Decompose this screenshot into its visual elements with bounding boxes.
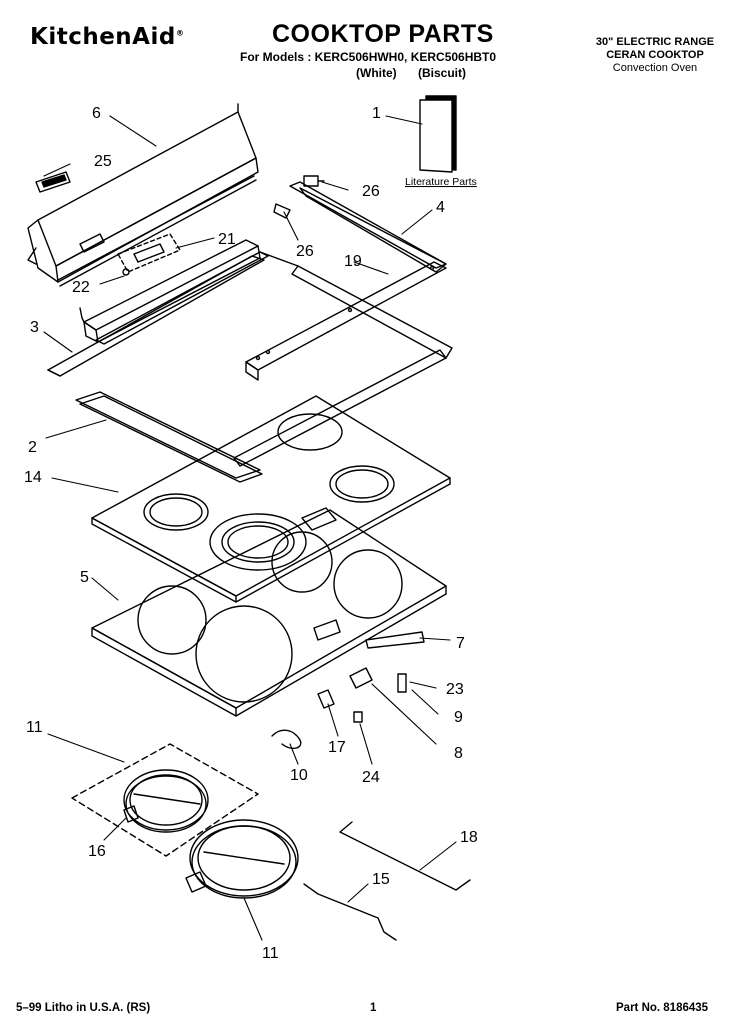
model-numbers: For Models : KERC506HWH0, KERC506HBT0 — [240, 50, 497, 64]
callout-11-bottom: 11 — [262, 945, 279, 962]
callout-26-top: 26 — [362, 183, 380, 200]
part-gasket-frame — [95, 251, 453, 467]
range-line-1: 30" ELECTRIC RANGE — [595, 36, 715, 48]
range-description: 30" ELECTRIC RANGE CERAN COOKTOP Convect… — [580, 36, 730, 75]
brand-logo: KitchenAid® — [30, 24, 185, 50]
callout-21: 21 — [218, 231, 236, 248]
part-ceran-glass-top — [91, 395, 451, 603]
part-clip — [317, 689, 335, 709]
color-biscuit: (Biscuit) — [418, 66, 466, 80]
callout-25: 25 — [94, 153, 112, 170]
model-colors: (White) (Biscuit) — [356, 66, 484, 80]
callout-3: 3 — [30, 319, 39, 336]
part-screw-26-top — [303, 175, 325, 187]
part-side-trim — [47, 255, 265, 377]
part-terminal-block — [349, 667, 373, 689]
callout-7: 7 — [456, 635, 465, 652]
color-white: (White) — [356, 66, 397, 80]
callout-16: 16 — [88, 843, 106, 860]
callout-2: 2 — [28, 439, 37, 456]
footer-part-number: Part No. 8186435 — [616, 1002, 709, 1014]
leader-lines — [43, 115, 457, 941]
part-gasket — [75, 391, 263, 483]
callout-11-top: 11 — [26, 719, 43, 736]
part-frame-rear-rail — [289, 181, 447, 273]
part-radiant-element-small — [71, 743, 259, 857]
part-literature-booklet — [419, 95, 457, 173]
part-screw-24 — [353, 711, 363, 723]
footer-litho: 5–99 Litho in U.S.A. (RS) — [16, 1002, 151, 1014]
callout-4: 4 — [436, 199, 445, 216]
callout-1: 1 — [372, 105, 381, 122]
part-screw-23 — [397, 673, 407, 693]
literature-parts-label: Literature Parts — [405, 176, 477, 188]
callout-19: 19 — [344, 253, 362, 270]
callout-23: 23 — [446, 681, 464, 698]
callout-5: 5 — [80, 569, 89, 586]
callout-10: 10 — [290, 767, 308, 784]
callout-14: 14 — [24, 469, 42, 486]
part-frame-side-rail — [245, 261, 447, 381]
callout-26-mid: 26 — [296, 243, 314, 260]
part-wire-rod-15 — [303, 883, 397, 941]
range-line-3: Convection Oven — [612, 62, 698, 74]
footer-page-number: 1 — [370, 1002, 377, 1014]
callout-15: 15 — [372, 871, 390, 888]
page-title: COOKTOP PARTS — [272, 20, 494, 48]
part-screw-26-mid — [273, 203, 291, 219]
part-switch-assembly — [117, 233, 181, 276]
callout-22: 22 — [72, 279, 90, 296]
callout-9: 9 — [454, 709, 463, 726]
callout-8: 8 — [454, 745, 463, 762]
callout-6: 6 — [92, 105, 101, 122]
callout-18: 18 — [460, 829, 478, 846]
part-badge — [35, 171, 71, 193]
part-wire-rod-18 — [339, 821, 471, 891]
range-line-2: CERAN COOKTOP — [606, 49, 704, 61]
callout-17: 17 — [328, 739, 346, 756]
part-cooktop-pan — [91, 509, 447, 717]
part-control-panel — [27, 103, 259, 287]
part-wire-harness — [271, 729, 302, 750]
part-bracket-7 — [365, 631, 425, 649]
callout-24: 24 — [362, 769, 380, 786]
